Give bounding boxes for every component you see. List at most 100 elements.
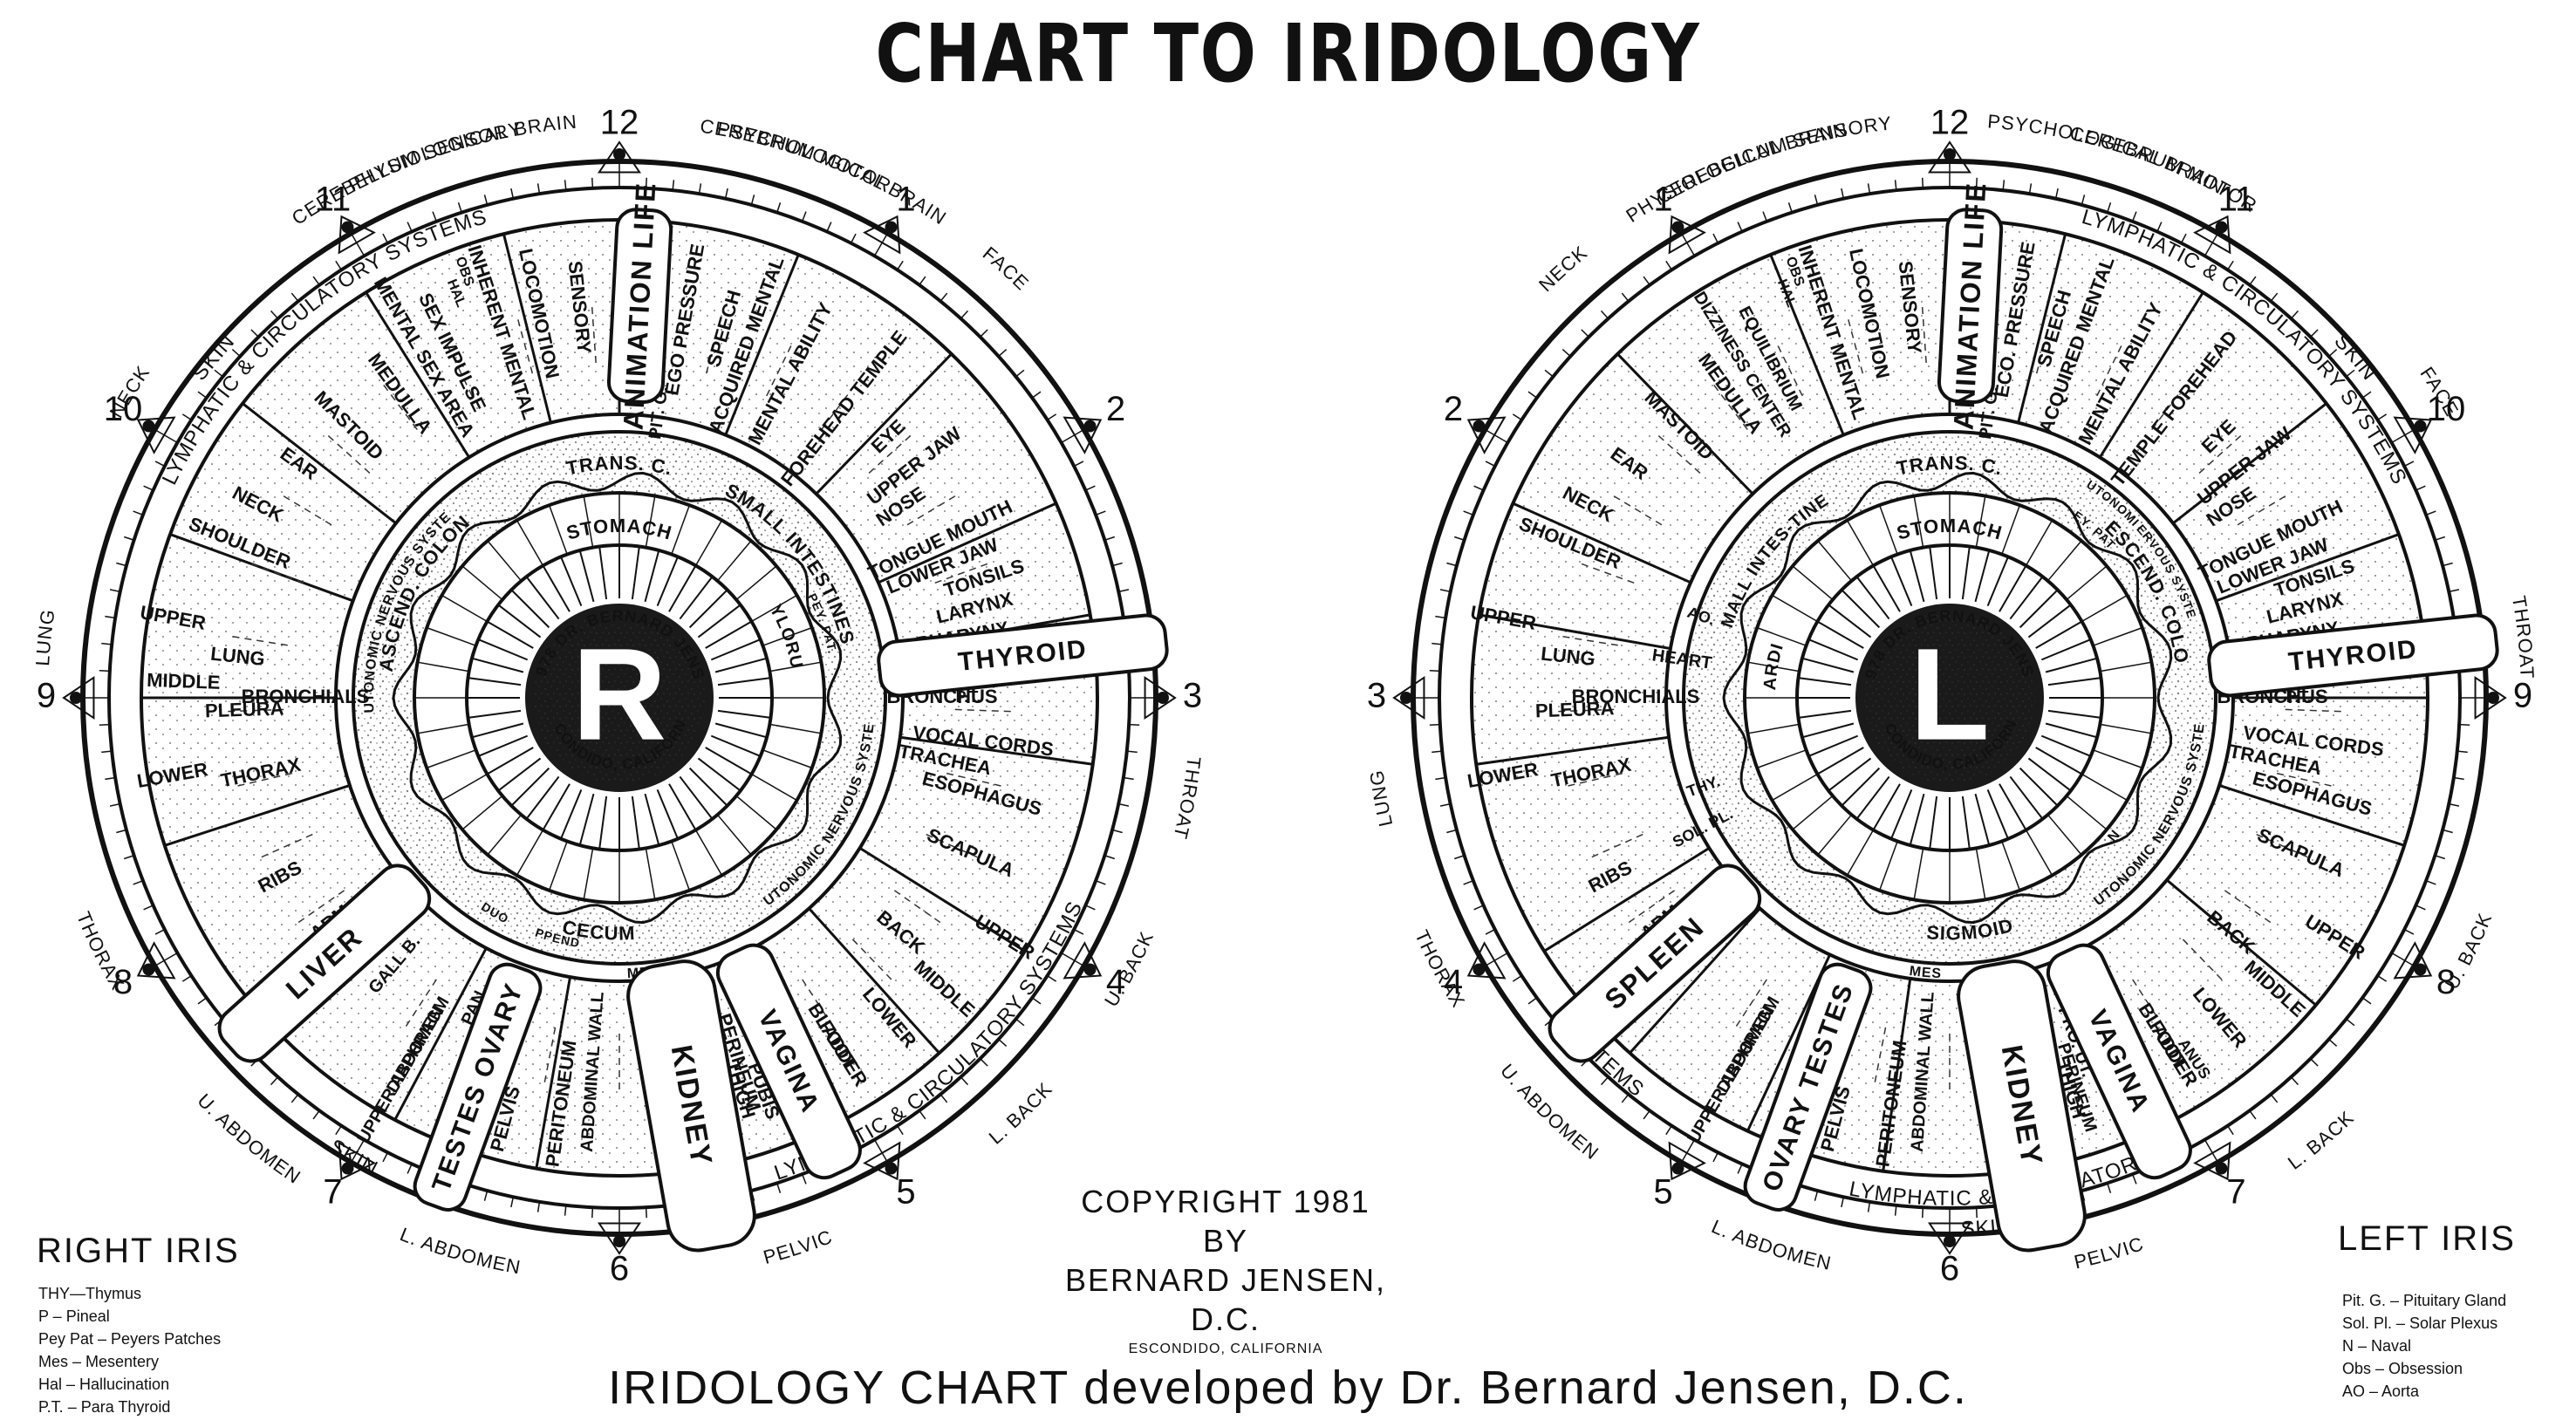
clock-number: 6 bbox=[1940, 1250, 1959, 1288]
clock-number: 7 bbox=[2226, 1173, 2245, 1212]
legend-item: Pit. G. – Pituitary Gland bbox=[2342, 1292, 2507, 1309]
outer-zone-label: PHYSIOLOGICAL BRAIN bbox=[1622, 119, 1849, 227]
clock-number: 5 bbox=[896, 1173, 915, 1212]
clock-number: 9 bbox=[37, 677, 56, 715]
clock-dot bbox=[2487, 692, 2499, 704]
outer-zone-label: L. BACK bbox=[985, 1078, 1056, 1149]
clock-number: 10 bbox=[104, 390, 143, 428]
clock-number: 8 bbox=[2436, 963, 2456, 1001]
legend-item: Pey Pat – Peyers Patches bbox=[38, 1330, 222, 1348]
outer-zone-label: L. BACK bbox=[2284, 1106, 2358, 1173]
iris-ring bbox=[1682, 430, 2217, 966]
clock-dot bbox=[613, 1235, 625, 1247]
iris-letter: R bbox=[572, 621, 666, 768]
clock-dot bbox=[1671, 221, 1684, 234]
organ-label: P.T. bbox=[956, 688, 981, 706]
clock-number: 3 bbox=[1183, 677, 1202, 715]
digestive-label: MES bbox=[1909, 964, 1943, 981]
clock-number: 2 bbox=[1106, 390, 1125, 428]
clock-dot bbox=[341, 221, 354, 234]
clock-dot bbox=[2215, 221, 2228, 234]
clock-dot bbox=[142, 420, 155, 433]
iris-ring bbox=[352, 430, 887, 966]
organ-box: KIDNEY bbox=[1957, 959, 2087, 1253]
clock-dot bbox=[613, 148, 625, 160]
clock-number: 1 bbox=[896, 181, 915, 219]
outer-zone-label: THORAX bbox=[72, 909, 129, 994]
outer-zone-label: LUNG bbox=[1365, 768, 1397, 829]
clock-number: 4 bbox=[1106, 963, 1125, 1001]
clock-number: 3 bbox=[1367, 677, 1386, 715]
right-legend: THY—Thymus P – Pineal Pey Pat – Peyers P… bbox=[38, 1282, 221, 1418]
organ-label: P.T. bbox=[2286, 688, 2312, 706]
iris-letter: L bbox=[1910, 621, 1990, 768]
footer-caption: IRIDOLOGY CHART developed by Dr. Bernard… bbox=[608, 1362, 1968, 1414]
outer-zone-label: PSYCHOLOGICAL BRAIN bbox=[715, 118, 951, 229]
legend-item: Mes – Mesentery bbox=[38, 1353, 160, 1370]
outer-zone-label: PELVIC bbox=[761, 1226, 836, 1268]
clock-dot bbox=[2414, 963, 2427, 976]
clock-dot bbox=[1157, 692, 1169, 704]
outer-zone-label: THROAT bbox=[2508, 594, 2538, 679]
clock-number: 7 bbox=[323, 1173, 342, 1212]
legend-item: P.T. – Para Thyroid bbox=[38, 1398, 171, 1416]
outer-zone-label: L. ABDOMEN bbox=[1708, 1215, 1834, 1274]
clock-number: 9 bbox=[2513, 677, 2532, 715]
legend-item: Hal – Hallucination bbox=[38, 1376, 170, 1393]
clock-number: 6 bbox=[610, 1250, 629, 1288]
outer-zone-label: THROAT bbox=[1169, 755, 1205, 842]
chart-title: CHART TO IRIDOLOGY bbox=[875, 7, 1701, 100]
organ-label: PLEURA bbox=[1535, 697, 1615, 721]
organ-box: KIDNEY bbox=[626, 959, 756, 1253]
clock-dot bbox=[1400, 692, 1412, 704]
clock-dot bbox=[1671, 1162, 1684, 1175]
copyright-author: BERNARD JENSEN, D.C. bbox=[1064, 1262, 1387, 1337]
clock-dot bbox=[885, 221, 898, 234]
clock-dot bbox=[341, 1162, 354, 1175]
autonomic-wreath bbox=[392, 471, 843, 925]
clock-dot bbox=[885, 1162, 898, 1175]
clock-number: 11 bbox=[2218, 181, 2255, 219]
clock-dot bbox=[1472, 963, 1486, 976]
clock-dot bbox=[1944, 148, 1956, 160]
organ-box: THYROID bbox=[877, 613, 1169, 698]
clock-number: 4 bbox=[1444, 963, 1463, 1001]
legend-item: AO – Aorta bbox=[2342, 1383, 2420, 1400]
left-iris-label: LEFT IRIS bbox=[2338, 1219, 2516, 1258]
copyright-city: ESCONDIDO, CALIFORNIA bbox=[1128, 1342, 1323, 1356]
outer-zone-label: LUNG bbox=[31, 607, 59, 666]
clock-number: 1 bbox=[1653, 181, 1672, 219]
ring-label: SKIN bbox=[0, 0, 8, 5]
clock-dot bbox=[70, 692, 82, 704]
clock-number: 11 bbox=[315, 181, 352, 219]
outer-zone-label: FACE bbox=[979, 242, 1034, 295]
clock-number: 12 bbox=[1930, 104, 1970, 142]
copyright-line: BY bbox=[1202, 1223, 1249, 1259]
clock-number: 10 bbox=[2427, 390, 2466, 428]
legend-item: P – Pineal bbox=[38, 1308, 110, 1325]
clock-number: 8 bbox=[113, 963, 133, 1001]
organ-box: ANIMATION LIFE bbox=[606, 181, 673, 431]
legend-item: N – Naval bbox=[2342, 1337, 2412, 1355]
legend-item: Obs – Obsession bbox=[2342, 1360, 2463, 1377]
organ-label: BRONCHIALS bbox=[1572, 686, 1700, 707]
legend-item: THY—Thymus bbox=[38, 1285, 142, 1302]
outer-zone-label: U. BACK bbox=[2441, 910, 2497, 993]
outer-zone-label: L. ABDOMEN bbox=[397, 1223, 523, 1278]
outer-zone-label: PELVIC bbox=[2072, 1232, 2147, 1273]
clock-dot bbox=[1083, 420, 1097, 433]
organ-label: MIDDLE bbox=[147, 669, 221, 693]
organ-label: BRONCHIALS bbox=[242, 686, 370, 707]
clock-dot bbox=[2414, 420, 2427, 433]
clock-dot bbox=[2215, 1162, 2228, 1175]
left-legend: Pit. G. – Pituitary Gland Sol. Pl. – Sol… bbox=[2342, 1289, 2506, 1403]
clock-number: 5 bbox=[1653, 1173, 1672, 1212]
right-iris-label: RIGHT IRIS bbox=[37, 1232, 240, 1270]
clock-number: 12 bbox=[600, 104, 639, 142]
organ-label: PLEURA bbox=[205, 697, 284, 721]
outer-zone-label: U. ABDOMEN bbox=[1496, 1060, 1603, 1164]
organ-box: VAGINA bbox=[2046, 943, 2192, 1180]
